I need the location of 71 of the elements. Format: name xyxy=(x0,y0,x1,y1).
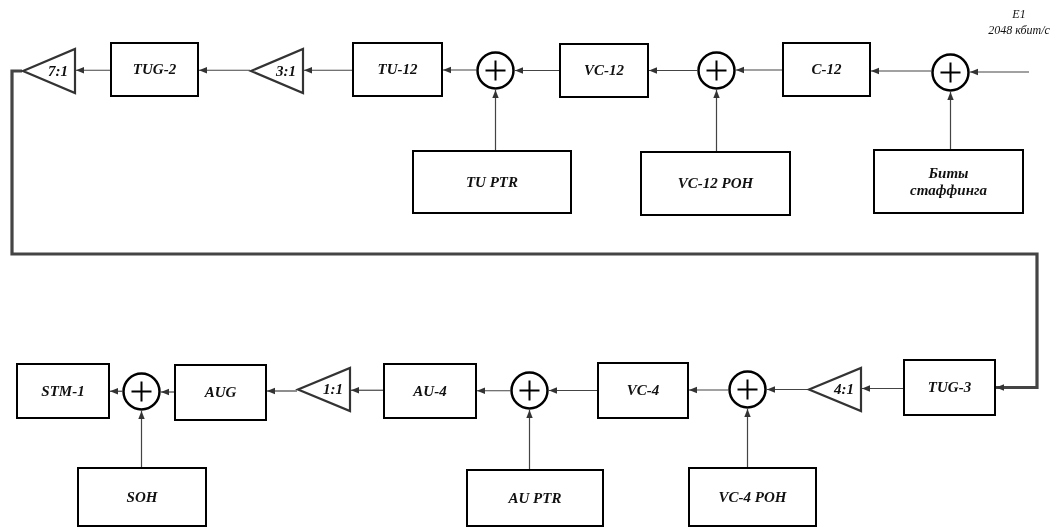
block-label: TU-12 xyxy=(377,61,418,78)
process-box xyxy=(352,42,443,97)
multiplexer-triangle xyxy=(22,48,76,94)
block-label: VC-12 xyxy=(584,62,624,79)
arrow xyxy=(648,67,698,74)
block-label: VC-12 POH xyxy=(677,175,754,192)
arrow xyxy=(476,387,511,394)
process-box xyxy=(559,43,649,98)
process-box xyxy=(903,359,996,416)
block-label: C-12 xyxy=(811,61,842,78)
arrow xyxy=(160,388,175,396)
adder-symbol xyxy=(510,371,549,410)
block-label: AU PTR xyxy=(508,489,562,507)
process-box xyxy=(688,467,817,527)
arrow xyxy=(861,385,904,392)
arrow xyxy=(266,387,298,395)
multiplexer-triangle xyxy=(808,367,862,412)
adder-symbol xyxy=(122,372,161,411)
block-label: STM-1 xyxy=(41,382,85,400)
process-box xyxy=(110,42,199,97)
arrow xyxy=(492,89,499,151)
process-box xyxy=(174,364,267,421)
block-label: Биты стаффинга xyxy=(909,165,988,198)
block-label: 4:1 xyxy=(834,381,854,398)
arrow xyxy=(303,67,353,74)
arrow xyxy=(109,388,123,395)
process-box xyxy=(412,150,572,214)
adder-symbol xyxy=(931,53,970,92)
arrow xyxy=(744,408,751,468)
arrow xyxy=(870,67,932,75)
arrow xyxy=(526,409,533,470)
block-label: TU PTR xyxy=(465,173,519,191)
block-label: SOH xyxy=(126,488,158,506)
block-label: AUG xyxy=(204,384,237,401)
arrow xyxy=(10,69,1039,391)
arrow xyxy=(442,66,477,74)
multiplexer-triangle xyxy=(297,367,351,412)
signal-label: 2048 кбит/с xyxy=(987,22,1051,39)
arrow xyxy=(947,91,954,150)
arrow xyxy=(766,386,809,393)
block-label: 7:1 xyxy=(48,62,68,80)
process-box xyxy=(873,149,1024,214)
process-box xyxy=(77,467,207,527)
arrow xyxy=(138,410,145,468)
arrow xyxy=(688,386,729,394)
block-label: 3:1 xyxy=(276,62,296,80)
arrow xyxy=(514,67,560,74)
arrow xyxy=(548,387,598,394)
process-box xyxy=(782,42,871,97)
block-label: VC-4 POH xyxy=(718,488,787,506)
arrow xyxy=(735,66,783,74)
process-box xyxy=(16,363,110,419)
arrow xyxy=(713,89,720,152)
block-label: 1:1 xyxy=(323,381,343,398)
adder-symbol xyxy=(697,51,736,90)
block-label: TUG-2 xyxy=(132,61,177,78)
process-box xyxy=(640,151,791,216)
block-label: TUG-3 xyxy=(927,379,972,396)
arrow xyxy=(198,67,251,74)
process-box xyxy=(383,363,477,419)
arrow xyxy=(350,387,384,394)
signal-label: E1 xyxy=(1011,6,1027,23)
process-box xyxy=(466,469,604,527)
process-box xyxy=(597,362,689,419)
adder-symbol xyxy=(728,370,767,409)
block-label: VC-4 xyxy=(626,382,660,399)
multiplexer-triangle xyxy=(250,48,304,94)
block-label: AU-4 xyxy=(413,382,447,400)
adder-symbol xyxy=(476,51,515,90)
arrow xyxy=(75,67,111,74)
arrow xyxy=(969,68,1030,76)
